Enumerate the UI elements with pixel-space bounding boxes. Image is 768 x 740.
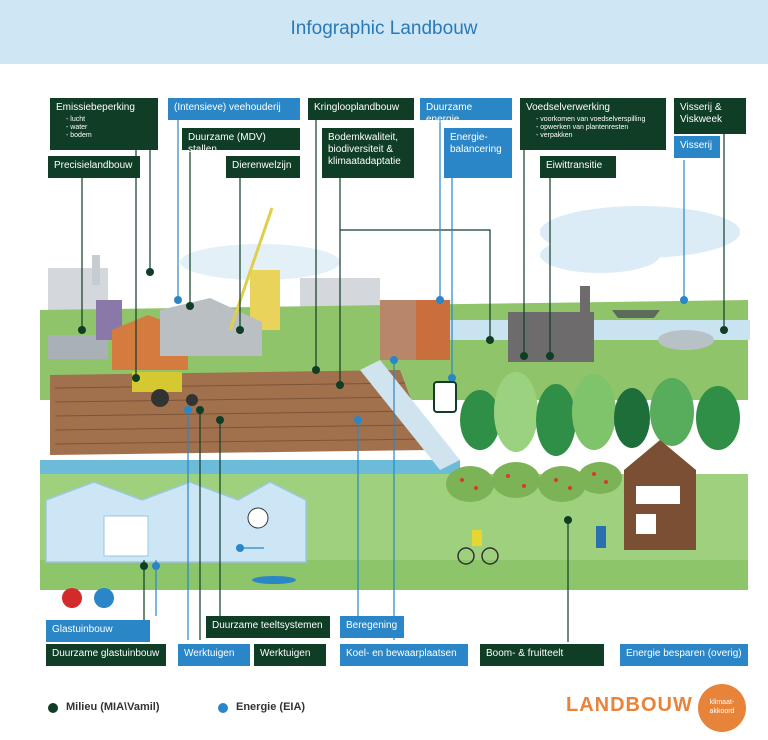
green-connector-dots: [78, 268, 728, 570]
legend-energie: Energie (EIA): [236, 701, 306, 713]
greenhouse-window: [103, 515, 149, 557]
header-bar: [0, 0, 768, 64]
tree: [572, 374, 616, 450]
chimney: [92, 255, 100, 285]
brand-landbouw: LANDBOUW: [566, 694, 693, 716]
stable: [160, 298, 262, 356]
tree: [536, 384, 576, 456]
house-window: [636, 514, 656, 534]
legend-milieu: Milieu (MIA\Vamil): [66, 701, 160, 713]
pest-sign: [247, 507, 269, 529]
energy-building: [416, 300, 450, 360]
blue-connector-lines: [155, 120, 685, 640]
fruit-tree: [492, 462, 540, 498]
furrows: [54, 382, 426, 445]
label-duurzame-mdv-stallen: Duurzame (MDV) stallen: [182, 128, 300, 155]
pedestrian: [596, 526, 606, 548]
tree: [460, 390, 500, 450]
factory-chimney: [580, 286, 590, 316]
label-bodemkwaliteit: Bodemkwaliteit, biodiversiteit & klimaat…: [322, 128, 414, 178]
blue-connector-dots: [152, 296, 688, 570]
fruit-tree: [578, 462, 622, 494]
path: [360, 360, 460, 470]
label-duurzame-glastuinbouw: Duurzame glastuinbouw: [46, 644, 166, 666]
legend-energie-dot: [218, 703, 228, 713]
label-intensieve-veehouderij: (Intensieve) veehouderij: [168, 98, 300, 120]
label-dierenwelzijn: Dierenwelzijn: [226, 156, 300, 178]
tree: [614, 388, 650, 448]
battery-icon: [433, 381, 457, 413]
tractor: [132, 372, 182, 392]
label-eiwittransitie: Eiwittransitie: [540, 156, 616, 178]
green-connector-lines: [81, 120, 725, 642]
tractor-wheel: [186, 394, 198, 406]
tree: [696, 386, 740, 450]
fish-tank: [658, 330, 714, 350]
canal: [40, 460, 460, 474]
label-visserij-viskweek: Visserij & Viskweek: [674, 98, 746, 134]
cloud: [180, 244, 340, 280]
label-koel-en-bewaarplaatsen: Koel- en bewaarplaatsen: [340, 644, 468, 666]
label-beregening: Beregening: [340, 616, 404, 638]
label-glastuinbouw: Glastuinbouw: [46, 620, 150, 642]
tractor-wheel: [151, 389, 169, 407]
cloud: [540, 237, 660, 273]
water-basin: [252, 576, 296, 584]
label-voedselverwerking: Voedselverwerking - voorkomen van voedse…: [520, 98, 666, 150]
label-energie-besparen: Energie besparen (overig): [620, 644, 748, 666]
bicycle-wheel: [481, 547, 499, 565]
tree: [494, 372, 538, 452]
label-energiebalancering: Energie-balancering: [444, 128, 512, 178]
heat-bulb: [62, 588, 82, 608]
cyclist: [472, 530, 482, 546]
label-duurzame-teeltsystemen: Duurzame teeltsystemen: [206, 616, 330, 638]
label-duurzame-energie: Duurzame energie: [420, 98, 512, 125]
legend-milieu-dot: [48, 703, 58, 713]
label-emissiebeperking: Emissiebeperking - lucht - water - bodem: [50, 98, 158, 150]
fruit-tree: [538, 466, 586, 502]
energy-building: [380, 300, 416, 360]
page-title: Infographic Landbouw: [290, 18, 478, 39]
crane: [228, 207, 274, 331]
label-boom-en-fruitteelt: Boom- & fruitteelt: [480, 644, 604, 666]
cold-bulb: [94, 588, 114, 608]
klimaatakkoord-logo: klimaat-akkoord: [698, 684, 746, 732]
label-kringlooplandbouw: Kringlooplandbouw: [308, 98, 414, 120]
label-werktuigen-energie: Werktuigen: [178, 644, 250, 666]
fishing-boat: [612, 310, 660, 318]
label-werktuigen-milieu: Werktuigen: [254, 644, 326, 666]
label-precisielandbouw: Precisielandbouw: [48, 156, 140, 178]
house-window: [636, 486, 680, 504]
fruit-tree: [446, 466, 494, 502]
label-visserij: Visserij: [674, 136, 720, 158]
bicycle-wheel: [457, 547, 475, 565]
tree: [650, 378, 694, 446]
fruits: [460, 472, 608, 490]
